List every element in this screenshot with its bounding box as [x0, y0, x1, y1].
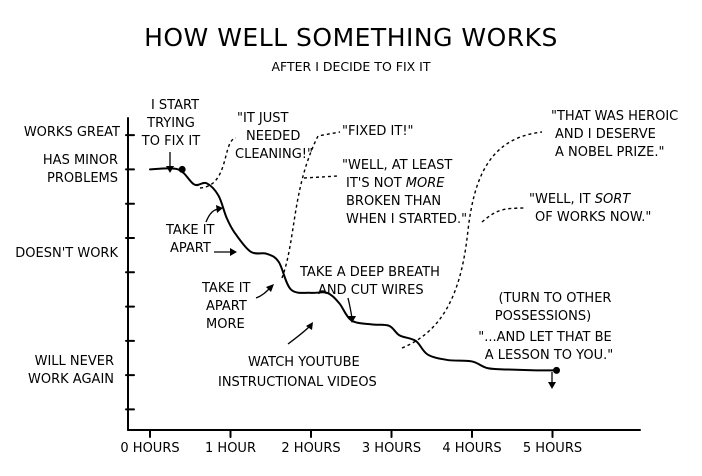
note-atleast-line2: IT'S NOT MORE	[346, 176, 445, 191]
note-breath-line2: AND CUT WIRES	[318, 283, 424, 298]
y-label-doesnt-work: DOESN'T WORK	[15, 246, 118, 261]
note-atleast-line1: "WELL, AT LEAST	[342, 158, 452, 173]
note-more-line1: TAKE IT	[201, 281, 251, 296]
series-line	[149, 167, 558, 372]
y-label-never-line2: WORK AGAIN	[28, 372, 114, 387]
note-atleast-line2b: MORE	[406, 176, 445, 191]
note-atleast-line3: BROKEN THAN	[346, 194, 441, 209]
note-heroic-line2: AND I DESERVE	[555, 127, 656, 142]
note-heroic-line3: A NOBEL PRIZE."	[555, 145, 664, 160]
note-atleast-line2a: IT'S NOT	[346, 176, 406, 191]
y-label-never-line1: WILL NEVER	[35, 354, 114, 369]
x-tick-label: 4 HOURS	[442, 441, 501, 456]
note-atleast-line4: WHEN I STARTED."	[346, 212, 467, 227]
data-point	[178, 165, 186, 173]
leader-fixed	[281, 131, 341, 279]
chart-title: HOW WELL SOMETHING WORKS	[144, 23, 558, 52]
note-apart-line2: APART	[170, 241, 211, 256]
arrow-apart	[205, 208, 219, 223]
chart-subtitle: AFTER I DECIDE TO FIX IT	[272, 59, 431, 74]
y-label-works-great: WORKS GREAT	[24, 125, 120, 140]
note-fixed: "FIXED IT!"	[342, 124, 414, 139]
arrow-more-head	[266, 284, 274, 292]
arrow-breath-head	[348, 316, 356, 323]
note-turn-line1: (TURN TO OTHER	[499, 291, 612, 306]
x-tick-label: 3 HOURS	[362, 441, 421, 456]
note-sort-line1a: "WELL, IT	[529, 192, 595, 207]
arrow-breath	[347, 297, 353, 319]
y-tick-labels: WORKS GREAT HAS MINOR PROBLEMS DOESN'T W…	[15, 125, 120, 387]
note-lesson-line1: "...AND LET THAT BE	[478, 330, 611, 345]
note-cleaning-line3: CLEANING!"	[235, 147, 313, 162]
annotations: I START TRYING TO FIX IT "IT JUST NEEDED…	[141, 98, 678, 390]
annotation-arrows	[166, 152, 556, 389]
note-youtube-line2: INSTRUCTIONAL VIDEOS	[218, 375, 377, 390]
x-tick-label: 0 HOURS	[120, 441, 179, 456]
dashed-leaders	[199, 131, 543, 349]
y-tick-marks	[125, 134, 135, 411]
x-tick-label: 1 HOUR	[205, 441, 256, 456]
note-heroic-line1: "THAT WAS HEROIC	[551, 109, 678, 124]
note-start-line1: I START	[151, 98, 199, 113]
note-sort-line2: OF WORKS NOW."	[535, 210, 651, 225]
note-lesson-line2: A LESSON TO YOU."	[485, 348, 613, 363]
note-breath-line1: TAKE A DEEP BREATH	[299, 265, 440, 280]
y-label-minor-line2: PROBLEMS	[47, 171, 118, 186]
note-start-line3: TO FIX IT	[141, 134, 200, 149]
x-tick-label: 5 HOURS	[523, 441, 582, 456]
note-turn-line2: POSSESSIONS)	[495, 309, 591, 324]
y-label-minor-line1: HAS MINOR	[43, 153, 118, 168]
note-more-line3: MORE	[206, 317, 245, 332]
arrow-lesson-head	[548, 382, 556, 389]
note-youtube-line1: WATCH YOUTUBE	[248, 355, 360, 370]
leader-atleast	[303, 175, 339, 179]
arrow-apart-head	[216, 205, 223, 213]
data-point	[553, 366, 561, 374]
arrow-more	[255, 287, 271, 299]
note-sort-line1: "WELL, IT SORT	[529, 192, 631, 207]
leader-heroic	[401, 131, 543, 349]
note-more-line2: APART	[206, 299, 247, 314]
leader-sort	[481, 207, 527, 223]
arrow-apart-2-head	[230, 248, 237, 256]
arrow-youtube-head	[306, 322, 313, 330]
arrow-start-head	[166, 166, 174, 173]
note-start-line2: TRYING	[146, 116, 195, 131]
x-tick-group: 0 HOURS 1 HOUR 2 HOURS 3 HOURS 4 HOURS 5 HOUR…	[120, 429, 582, 456]
note-apart-line1: TAKE IT	[165, 223, 215, 238]
leader-cleaning	[199, 137, 237, 189]
note-cleaning-line2: NEEDED	[246, 129, 300, 144]
note-sort-line1b: SORT	[595, 192, 632, 207]
x-tick-label: 2 HOURS	[281, 441, 340, 456]
data-points	[178, 165, 561, 374]
arrow-youtube	[287, 325, 311, 345]
note-cleaning-line1: "IT JUST	[237, 111, 288, 126]
